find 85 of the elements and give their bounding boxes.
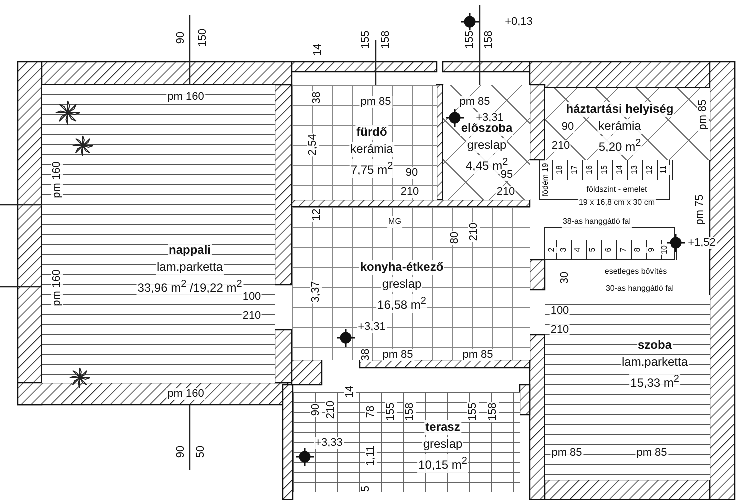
room-name: fürdő	[356, 125, 388, 140]
plan-annotation: 90	[560, 121, 576, 133]
plan-annotation: MG	[388, 216, 402, 228]
plan-annotation: pm 160	[51, 268, 63, 308]
floor-area: 10,15 m$^{2}$	[418, 454, 468, 473]
plan-annotation: 11	[658, 164, 670, 176]
room-name: konyha-étkező	[359, 260, 445, 275]
plan-annotation: 210	[550, 324, 570, 336]
room-floor	[545, 88, 710, 160]
floor-material: greslap	[422, 437, 464, 452]
floor-material: kerámia	[350, 142, 394, 157]
plan-annotation: 38	[360, 348, 372, 362]
plan-annotation: 80	[449, 230, 461, 246]
plan-annotation: 19 x 16,8 cm x 30 cm	[578, 197, 656, 209]
plan-annotation: 210	[242, 310, 262, 322]
plan-annotation: pm 160	[166, 388, 206, 400]
plan-annotation: 150	[197, 28, 209, 48]
plan-annotation: pm 85	[462, 349, 494, 361]
floor-area: 5,20 m$^{2}$	[598, 136, 642, 155]
plan-annotation: 3,37	[310, 280, 322, 304]
plan-annotation: 90	[404, 167, 420, 179]
plan-annotation: 10	[659, 244, 671, 256]
plan-annotation: esetleges bővítés	[604, 266, 668, 278]
room-name: terasz	[424, 420, 462, 435]
floor-material: lam.parketta	[156, 260, 224, 275]
room-floor	[42, 85, 275, 383]
plan-annotation: +0,13	[504, 16, 534, 28]
plan-annotation: pm 75	[694, 194, 706, 226]
floor-area: 16,58 m$^{2}$	[376, 294, 428, 313]
room-floor	[292, 207, 530, 360]
plan-annotation: 1,11	[365, 444, 377, 468]
plan-annotation: pm 85	[360, 96, 392, 108]
plan-annotation: 78	[365, 404, 377, 420]
floor-material: lam.parketta	[620, 355, 690, 370]
plan-annotation: pm 85	[458, 96, 492, 108]
plan-annotation: 30-as hanggátló fal	[604, 283, 676, 295]
floor-area: 7,75 m$^{2}$	[350, 159, 394, 178]
plan-annotation: 155	[360, 30, 372, 50]
plan-annotation: +3,31	[475, 112, 505, 124]
plan-annotation: 90	[175, 444, 187, 460]
plan-annotation: 38	[311, 90, 323, 106]
plan-annotation: 100	[242, 291, 262, 303]
plan-annotation: 90	[310, 402, 322, 418]
room-name: háztartási helyiség	[565, 102, 675, 117]
plan-annotation: pm 160	[166, 91, 206, 103]
plan-annotation: 210	[496, 186, 516, 198]
plan-annotation: 210	[550, 140, 572, 152]
plan-annotation: +3,31	[357, 321, 387, 333]
plan-annotation: 30	[559, 270, 571, 286]
floor-material: greslap	[381, 277, 423, 292]
plan-annotation: 210	[400, 186, 420, 198]
room-floor	[443, 85, 530, 200]
room-floor	[292, 85, 437, 200]
plan-annotation: +1,52	[687, 237, 717, 249]
plan-annotation: 210	[325, 400, 337, 420]
plan-annotation: 14	[312, 42, 324, 58]
plan-annotation: 100	[550, 305, 570, 317]
plan-annotation: 50	[195, 444, 207, 460]
plan-annotation: 158	[380, 30, 392, 50]
plan-annotation: 38-as hanggátló fal	[562, 216, 632, 228]
plan-annotation: pm 85	[382, 349, 414, 361]
floor-area: 15,33 m$^{2}$	[630, 372, 680, 391]
plan-annotation: +3,33	[314, 437, 344, 449]
plan-annotation: pm 85	[636, 447, 668, 459]
plan-annotation: 158	[487, 402, 499, 422]
plan-annotation: 2	[546, 246, 558, 254]
plan-annotation: pm 85	[550, 447, 584, 459]
plan-annotation: 158	[404, 402, 416, 422]
plan-annotation: 155	[385, 402, 397, 422]
plan-annotation: 155	[464, 30, 476, 50]
room-floor	[545, 295, 710, 480]
floor-material: greslap	[466, 138, 508, 153]
plan-annotation: 14	[344, 384, 356, 400]
plan-annotation: 158	[483, 30, 495, 50]
plan-annotation: 155	[467, 402, 479, 422]
plan-annotation: 210	[468, 222, 480, 242]
plan-annotation: pm 160	[51, 160, 63, 200]
floor-material: kerámia	[598, 119, 642, 134]
room-name: nappali	[168, 243, 212, 258]
plan-annotation: 2,54	[307, 133, 319, 157]
plan-annotation: 90	[175, 30, 187, 46]
floor-area: 33,96 m$^{2}$ /19,22 m$^{2}$	[136, 277, 244, 296]
room-name: előszoba	[460, 121, 514, 136]
plan-annotation: 12	[311, 208, 323, 222]
plan-annotation: pm 85	[697, 98, 709, 132]
